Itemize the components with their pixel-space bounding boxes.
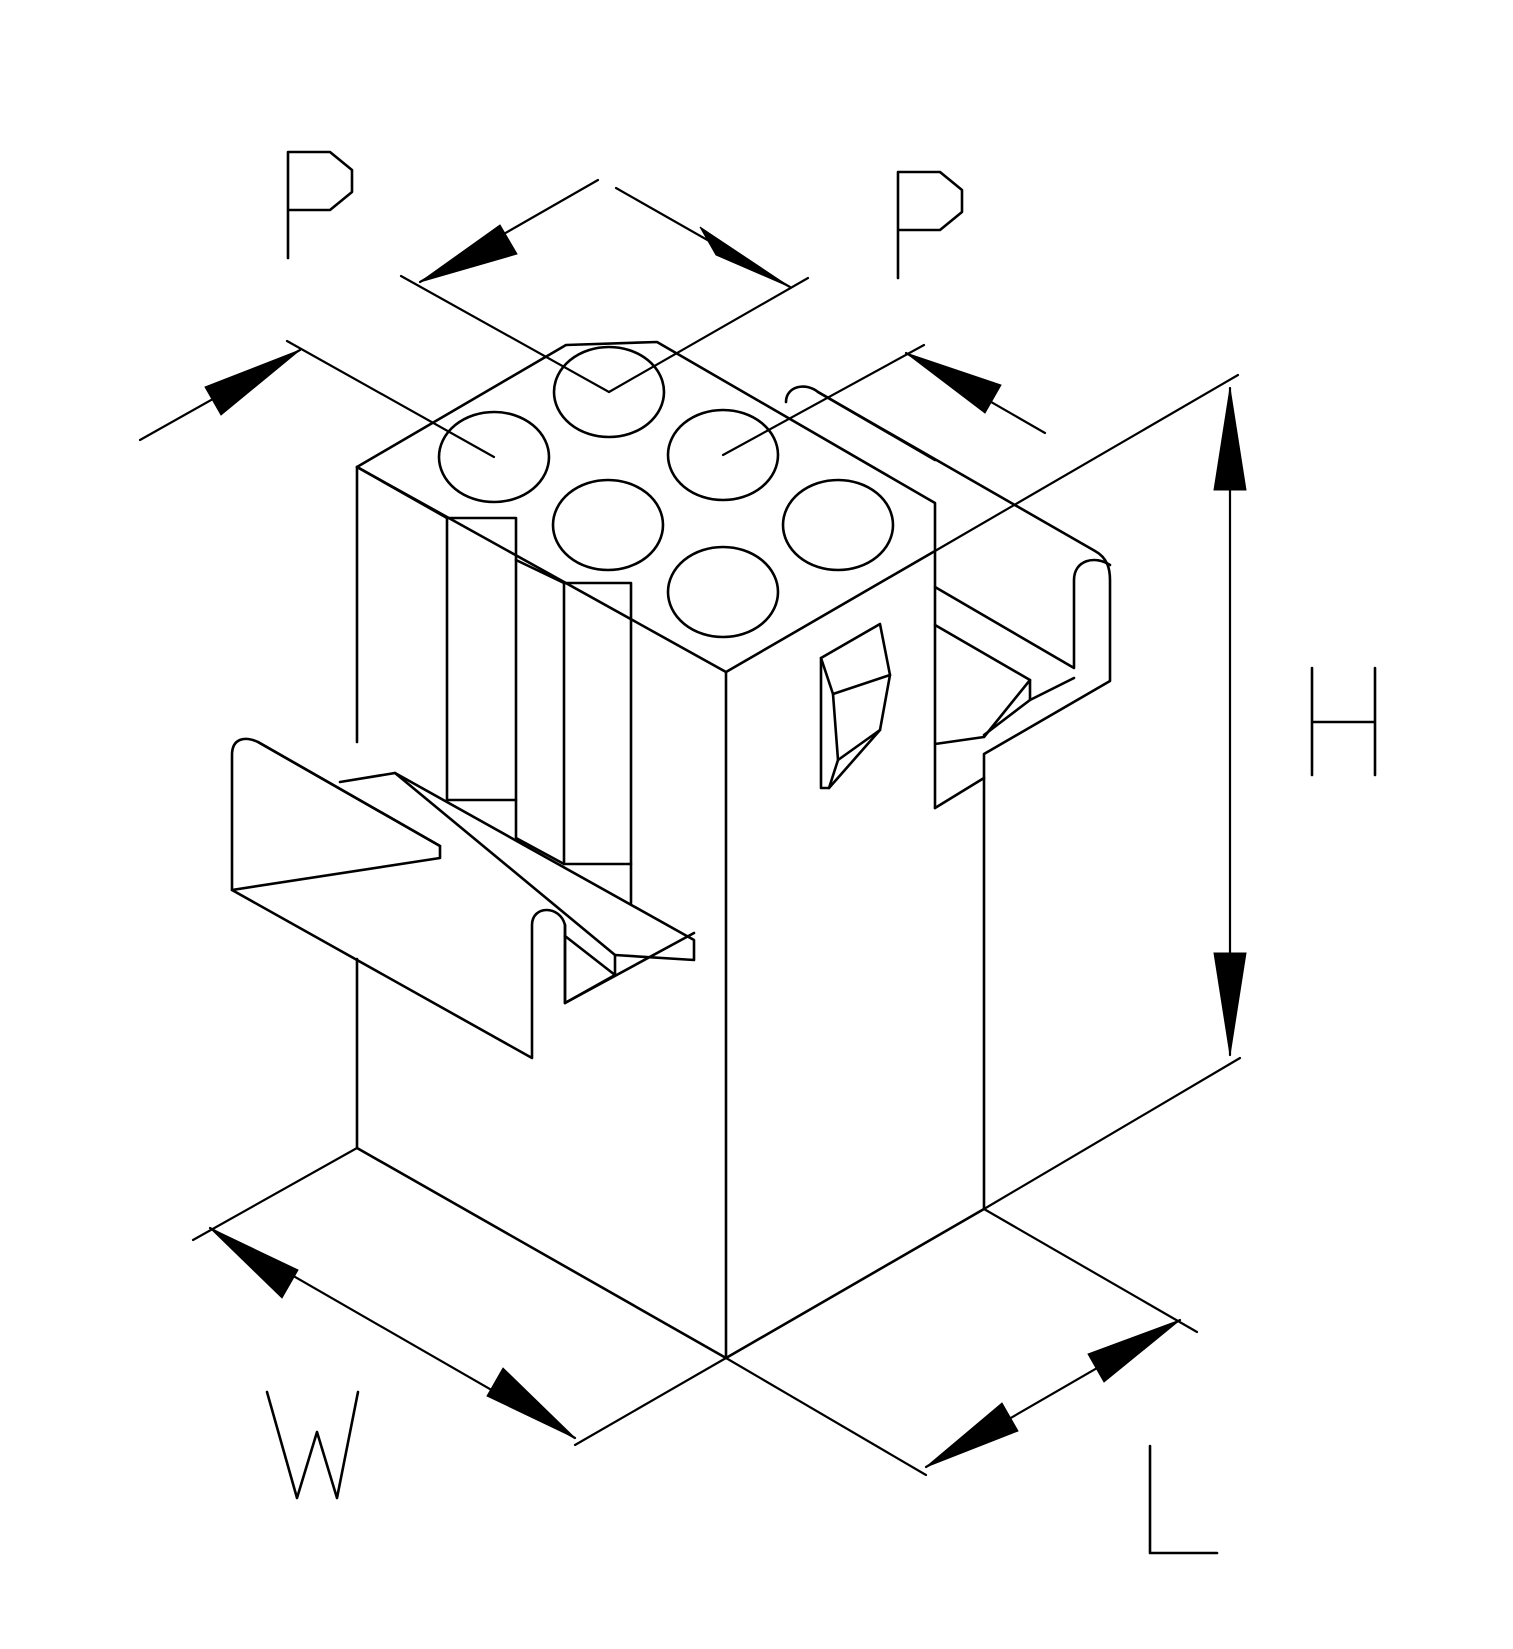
label-p-left-glyph — [286, 150, 354, 260]
cavity-4 — [551, 478, 665, 572]
width-ext-left — [191, 1146, 359, 1242]
label-h-glyph — [1310, 666, 1377, 777]
window-inner-2 — [831, 692, 882, 762]
cavity-3 — [666, 408, 780, 502]
right-latch — [784, 385, 1112, 780]
latch-flange — [230, 737, 442, 892]
label-l-glyph — [1148, 1444, 1219, 1555]
length-dimension — [724, 1207, 1199, 1477]
pitch-r-ext-2 — [721, 343, 926, 457]
top-face-outline — [355, 340, 937, 674]
latch-flange-top — [256, 740, 442, 848]
right-latch-top — [816, 390, 937, 462]
groove-step-2 — [514, 558, 566, 585]
label-w-glyph — [265, 1390, 360, 1500]
latch-ramp-edge — [393, 771, 617, 957]
groove-1 — [445, 516, 518, 802]
length-ext-left — [724, 1356, 928, 1477]
right-notch — [933, 776, 986, 810]
pitch-dimension-left — [138, 178, 611, 459]
width-ext-right — [573, 1356, 728, 1447]
length-ext-right — [982, 1207, 1199, 1334]
width-dimension — [191, 1146, 728, 1447]
latch-ramp-side — [563, 934, 617, 977]
latch-flange-front — [230, 888, 696, 1060]
cavity-2 — [437, 410, 551, 504]
length-arrowhead-left — [925, 1402, 1019, 1468]
lock-window — [819, 622, 892, 790]
pitch-ext-line-1 — [399, 274, 611, 394]
bottom-left-edge — [355, 1146, 728, 1360]
height-arrowhead-bottom — [1213, 952, 1247, 1056]
pitch-r-arrowhead-2 — [905, 352, 1002, 414]
pitch-r-ext-1 — [607, 276, 810, 394]
height-dimension — [933, 373, 1247, 1211]
groove-step — [355, 465, 449, 520]
pitch-dimension-right — [607, 186, 1047, 457]
width-arrowhead-right — [486, 1367, 576, 1439]
connector-body — [355, 340, 986, 1360]
width-arrowhead-left — [209, 1227, 299, 1299]
bottom-right-edge — [724, 1207, 986, 1360]
groove-2 — [562, 581, 633, 866]
dimension-labels: P P H W L — [265, 150, 1377, 1555]
right-latch-back — [784, 385, 1112, 780]
cavity-1 — [552, 345, 666, 439]
height-arrowhead-top — [1213, 387, 1247, 491]
right-latch-ramp-3 — [1028, 676, 1076, 702]
window-inner — [819, 656, 892, 696]
length-arrowhead-right — [1087, 1319, 1181, 1383]
cavity-6 — [666, 545, 780, 639]
cavities — [437, 345, 895, 639]
window-outline — [819, 622, 892, 790]
right-latch-arm — [933, 558, 1112, 670]
pitch-ext-line-2 — [285, 339, 496, 459]
cavity-5 — [781, 478, 895, 572]
pitch-r-arrowhead-1 — [699, 226, 791, 288]
label-p-right-glyph — [896, 170, 964, 280]
left-face-grooves — [355, 465, 633, 905]
height-ext-bottom — [982, 1056, 1242, 1211]
height-ext-top — [933, 373, 1240, 553]
groove-bottom — [514, 798, 566, 866]
pitch-arrowhead-2 — [419, 224, 518, 283]
right-latch-ramp-2 — [933, 623, 1032, 682]
pitch-arrowhead-1 — [204, 349, 301, 416]
window-inner-3 — [827, 758, 840, 790]
left-latch — [230, 737, 696, 1060]
